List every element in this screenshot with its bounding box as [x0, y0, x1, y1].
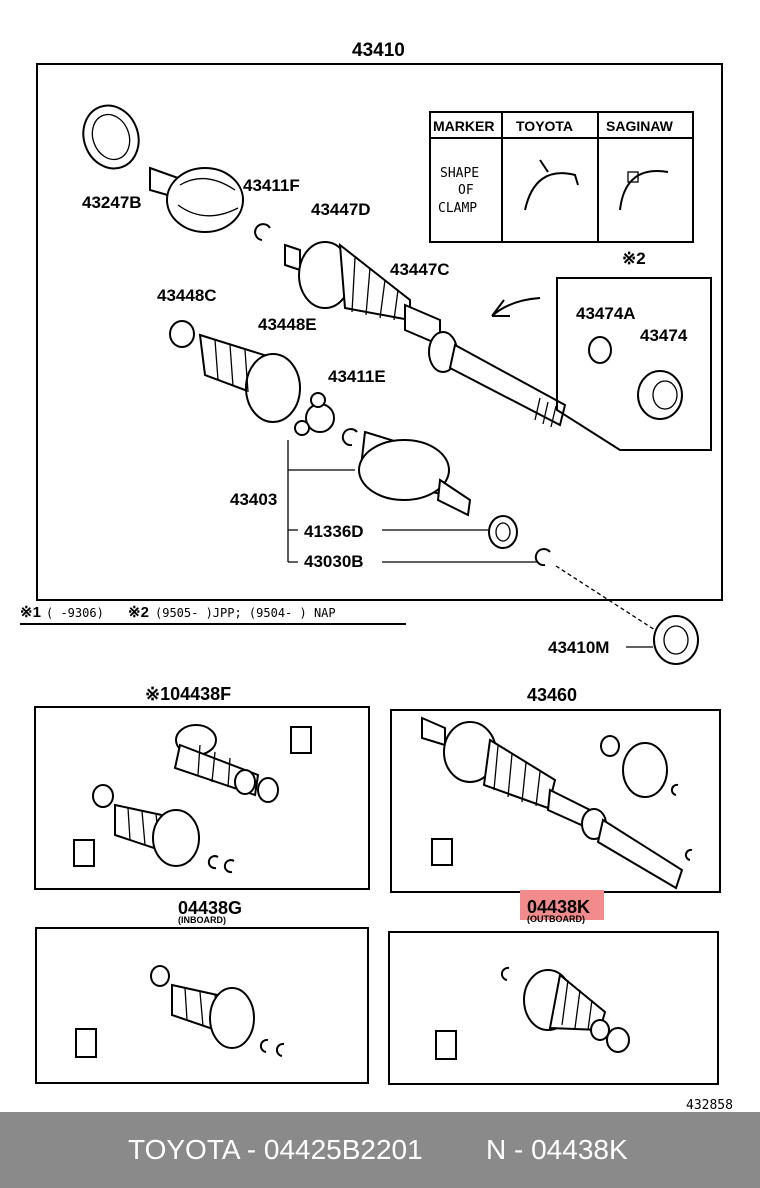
inset-label: ※2: [622, 249, 646, 268]
inset-frame: [556, 277, 712, 451]
note-1-mark: ※1: [20, 604, 41, 621]
kit-04438F-frame: [34, 706, 370, 890]
leader-43410M: [555, 565, 656, 631]
drawing-number: 432858: [686, 1098, 733, 1113]
part-43447D-boot: [284, 241, 411, 322]
marker-table-row-label-1: SHAPE: [440, 166, 479, 181]
marker-table-header-saginaw: SAGINAW: [606, 118, 674, 134]
kit-04438K-clip: [500, 966, 510, 981]
part-drive-shaft: [404, 303, 567, 428]
inset-arrow: [491, 297, 541, 317]
kit-04438K-frame: [388, 931, 719, 1085]
marker-table: [429, 111, 694, 243]
kit-sublabel-inboard: (INBOARD): [178, 915, 226, 925]
part-label-43447C: 43447C: [390, 260, 450, 279]
part-43448E-boot: [198, 333, 301, 423]
marker-table-header-toyota: TOYOTA: [516, 118, 573, 134]
part-label-43410M: 43410M: [548, 638, 609, 657]
part-label-43411E: 43411E: [328, 367, 386, 386]
kit-04438F-boot-upper: [173, 724, 279, 803]
note-2-mark: ※2: [128, 604, 149, 621]
note-2-text: (9505- )JPP; (9504- ) NAP: [155, 606, 336, 620]
kit-04438F-grease-2: [73, 839, 95, 867]
kit-43460-clip-2: [684, 848, 693, 861]
kit-43460-drive-shaft: [421, 716, 684, 890]
kit-43460-clip-1: [670, 783, 679, 796]
kit-04438G-frame: [35, 927, 369, 1084]
footer-part-number: TOYOTA - 04425B2201: [128, 1134, 423, 1165]
footer-diagram-number: N - 04438K: [486, 1134, 628, 1165]
marker-table-header-marker: MARKER: [433, 118, 494, 134]
kit-04438K-grease: [435, 1030, 457, 1060]
part-label-41336D: 41336D: [304, 522, 364, 541]
kit-label-04438G: 04438G: [178, 898, 242, 918]
kit-04438F-clip-1: [207, 855, 219, 870]
kit-04438F-boot-lower: [92, 784, 200, 867]
kit-04438K-boot: [523, 969, 630, 1053]
kit-04438G-clip-1: [259, 1038, 269, 1053]
part-43474A-clamp: [588, 336, 612, 364]
kit-43460-clamp: [600, 735, 620, 757]
kit-sublabel-outboard: (OUTBOARD): [527, 914, 585, 924]
kit-43460-ring: [622, 742, 668, 798]
marker-table-row-label-2: OF: [458, 183, 474, 198]
part-43403-inboard-joint: [358, 430, 472, 517]
kit-04438K-highlight: [520, 890, 604, 920]
kit-04438G-clip-2: [275, 1042, 285, 1057]
footer-bar: TOYOTA - 04425B2201 N - 04438K: [0, 1112, 760, 1188]
part-label-43403: 43403: [230, 490, 277, 509]
kit-label-04438F: ※104438F: [145, 684, 231, 704]
part-label-43474: 43474: [640, 326, 688, 345]
main-assembly-frame: [36, 63, 723, 601]
part-43448C-clamp: [169, 320, 195, 348]
part-43411F-clip: [254, 223, 271, 241]
kit-43460-grease: [431, 838, 453, 866]
part-label-43448E: 43448E: [258, 315, 317, 334]
kit-04438F-clip-2: [223, 859, 235, 874]
part-43030B-clip: [534, 548, 551, 567]
marker-table-row-label-3: CLAMP: [438, 201, 477, 216]
part-41336D-seal: [488, 515, 518, 549]
part-43247B-seal: [82, 104, 140, 170]
part-label-43247B: 43247B: [82, 193, 142, 212]
leader-43403: [287, 440, 355, 562]
part-label-43411F: 43411F: [243, 176, 300, 195]
kit-label-04438K: 04438K: [527, 897, 590, 917]
assembly-label-43410: 43410: [352, 40, 405, 61]
part-label-43447D: 43447D: [311, 200, 371, 219]
part-43474-bearing: [637, 370, 683, 420]
note-1-text: ( -9306): [46, 606, 104, 620]
part-43410M-seal: [653, 615, 699, 665]
kit-04438G-boot: [150, 965, 255, 1049]
kit-04438G-grease: [75, 1028, 97, 1058]
part-43411E-clip: [341, 428, 358, 447]
kit-label-43460: 43460: [527, 685, 577, 705]
part-tripod-joint: [294, 392, 335, 436]
part-label-43474A: 43474A: [576, 304, 636, 323]
part-label-43030B: 43030B: [304, 552, 364, 571]
part-label-43448C: 43448C: [157, 286, 217, 305]
part-outboard-joint: [149, 166, 244, 233]
kit-04438F-grease-1: [290, 726, 312, 754]
